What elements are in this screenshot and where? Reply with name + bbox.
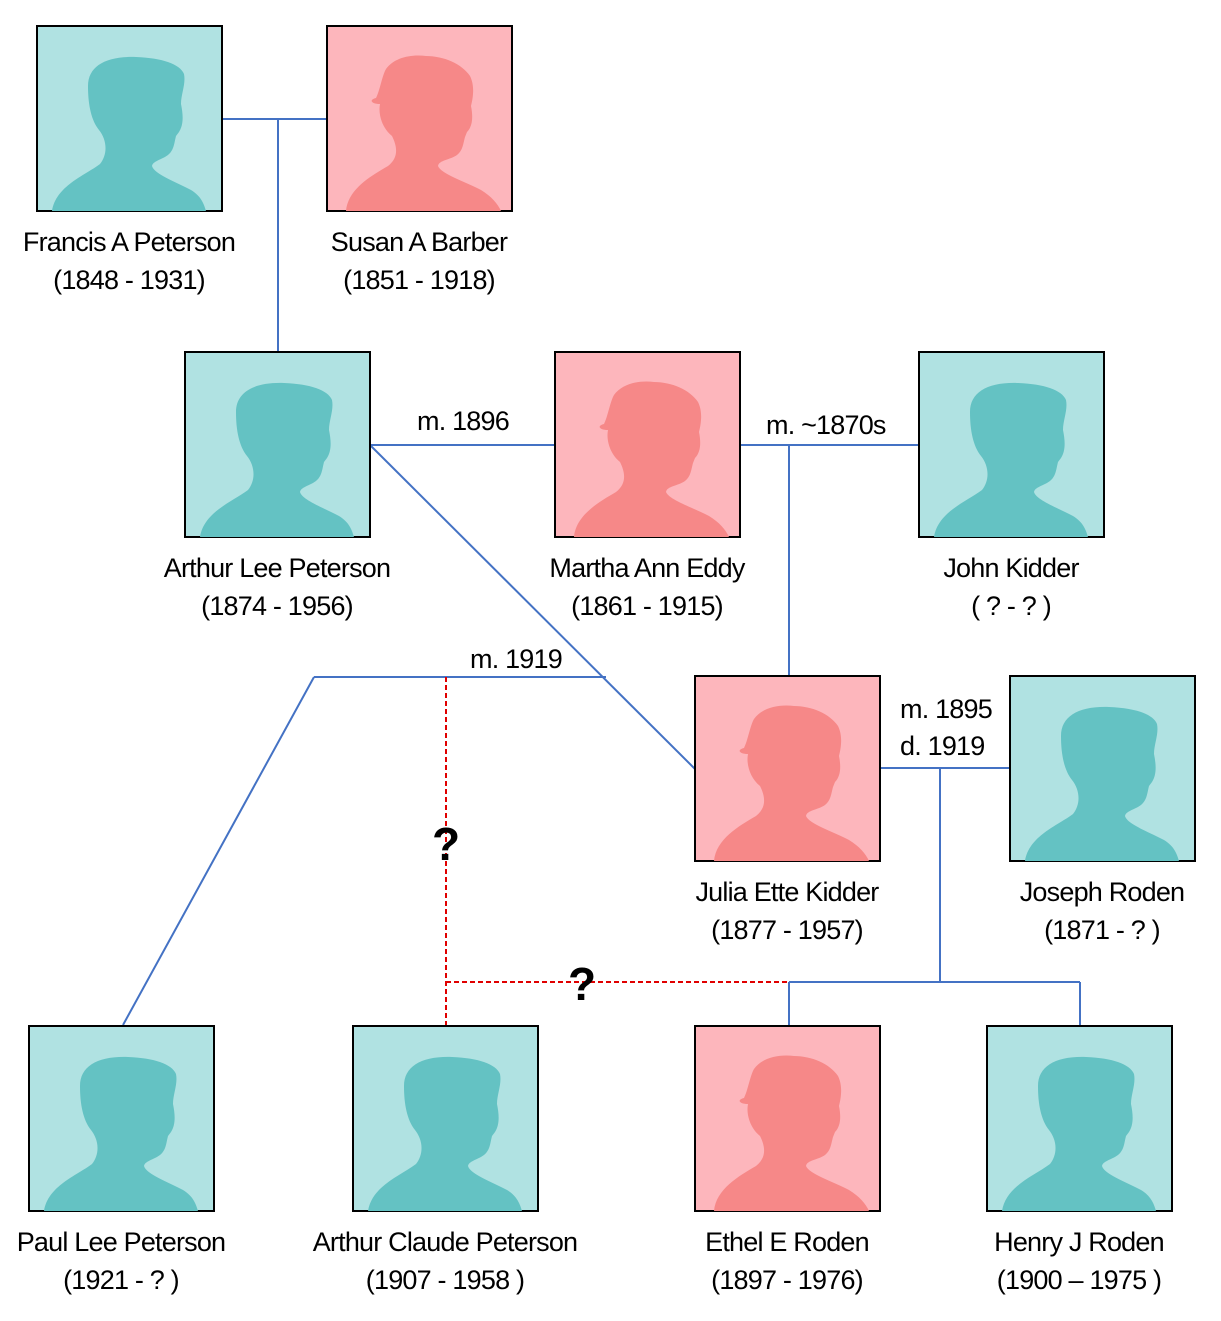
person-john[interactable]: John Kidder ( ? - ? ) <box>918 351 1105 621</box>
person-joseph[interactable]: Joseph Roden (1871 - ? ) <box>1009 675 1196 945</box>
person-dates: (1861 - 1915) <box>571 591 723 621</box>
person-name: Arthur Claude Peterson <box>313 1227 578 1257</box>
line-arthur-julia-children <box>122 676 606 1026</box>
person-martha[interactable]: Martha Ann Eddy (1861 - 1915) <box>549 351 747 621</box>
question-mark: ? <box>432 818 460 870</box>
person-francis[interactable]: Francis A Peterson (1848 - 1931) <box>23 25 236 295</box>
person-dates: (1907 - 1958 ) <box>366 1265 524 1295</box>
female-silhouette-icon <box>346 55 501 212</box>
person-dates: (1877 - 1957) <box>711 915 863 945</box>
marriage-label: m. ~1870s <box>766 410 886 440</box>
person-name: Henry J Roden <box>994 1227 1164 1257</box>
person-name: Susan A Barber <box>331 227 508 257</box>
question-mark: ? <box>568 958 596 1010</box>
female-silhouette-icon <box>714 1055 869 1211</box>
person-dates: ( ? - ? ) <box>971 591 1051 621</box>
male-silhouette-icon <box>52 56 206 211</box>
line-julia-joseph <box>788 767 1081 1025</box>
male-silhouette-icon <box>1025 706 1179 861</box>
person-arthur-claude[interactable]: Arthur Claude Peterson (1907 - 1958 ) <box>313 1025 578 1295</box>
person-henry[interactable]: Henry J Roden (1900 – 1975 ) <box>986 1025 1173 1295</box>
death-label: d. 1919 <box>900 731 984 761</box>
male-silhouette-icon <box>44 1056 198 1211</box>
person-dates: (1848 - 1931) <box>53 265 205 295</box>
people: Francis A Peterson (1848 - 1931) Susan A B… <box>17 25 1196 1295</box>
person-dates: (1851 - 1918) <box>343 265 495 295</box>
male-silhouette-icon <box>368 1056 522 1211</box>
person-dates: (1874 - 1956) <box>201 591 353 621</box>
line-martha-john <box>740 444 918 677</box>
person-name: Paul Lee Peterson <box>17 1227 226 1257</box>
line-arthur-julia <box>369 444 697 771</box>
connector-lines <box>122 118 1081 1026</box>
person-julia[interactable]: Julia Ette Kidder (1877 - 1957) <box>694 675 881 945</box>
person-name: John Kidder <box>943 553 1079 583</box>
person-dates: (1871 - ? ) <box>1044 915 1160 945</box>
person-name: Martha Ann Eddy <box>549 553 745 583</box>
person-paul[interactable]: Paul Lee Peterson (1921 - ? ) <box>17 1025 226 1295</box>
marriage-label: m. 1895 <box>900 694 992 724</box>
line-francis-susan <box>222 118 326 351</box>
person-dates: (1900 – 1975 ) <box>997 1265 1161 1295</box>
marriage-labels: m. 1896 m. ~1870s m. 1919 m. 1895 d. 191… <box>417 406 993 1010</box>
person-name: Francis A Peterson <box>23 227 235 257</box>
male-silhouette-icon <box>200 382 354 537</box>
person-name: Arthur Lee Peterson <box>164 553 390 583</box>
marriage-label: m. 1919 <box>470 644 562 674</box>
person-ethel[interactable]: Ethel E Roden (1897 - 1976) <box>694 1025 881 1295</box>
marriage-label: m. 1896 <box>417 406 509 436</box>
person-susan[interactable]: Susan A Barber (1851 - 1918) <box>326 25 513 295</box>
person-name: Joseph Roden <box>1020 877 1185 907</box>
person-dates: (1897 - 1976) <box>711 1265 863 1295</box>
female-silhouette-icon <box>714 705 869 861</box>
uncertain-line-arthur-claude <box>445 677 789 1025</box>
male-silhouette-icon <box>934 382 1088 537</box>
male-silhouette-icon <box>1002 1056 1156 1211</box>
female-silhouette-icon <box>574 381 729 537</box>
person-name: Ethel E Roden <box>705 1227 869 1257</box>
person-dates: (1921 - ? ) <box>63 1265 179 1295</box>
person-name: Julia Ette Kidder <box>695 877 879 907</box>
person-arthur-lee[interactable]: Arthur Lee Peterson (1874 - 1956) <box>164 351 391 621</box>
